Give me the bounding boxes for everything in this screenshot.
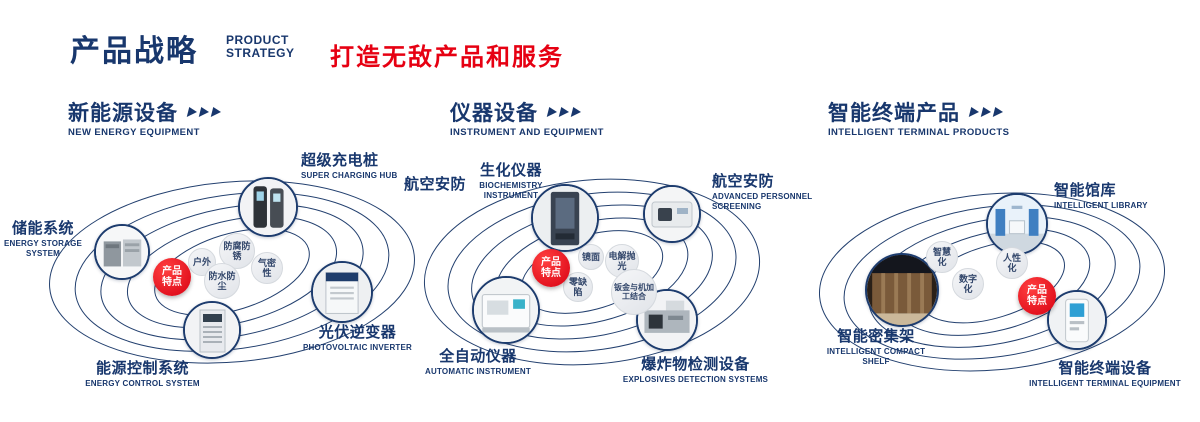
page-title: 产品战略 — [70, 35, 198, 68]
orbit-rings-new-energy — [49, 180, 415, 364]
super-charging-hub-image — [238, 177, 298, 237]
product-features-badge: 产品 特点 — [153, 258, 191, 296]
label-intelligent-terminal-equipment: 智能终端设备 INTELLIGENT TERMINAL EQUIPMENT — [1026, 360, 1184, 389]
product-name: 航空安防 — [712, 173, 775, 190]
section-title-text: 新能源设备 — [68, 102, 178, 125]
product-name: 储能系统 — [11, 220, 74, 237]
section-new-energy-title: 新能源设备 — [68, 97, 223, 127]
product-name: 全自动仪器 — [439, 348, 517, 365]
section-new-energy-subtitle: NEW ENERGY EQUIPMENT — [68, 127, 200, 138]
product-name: 能源控制系统 — [95, 360, 189, 377]
product-name-en: INTELLIGENT TERMINAL EQUIPMENT — [1029, 378, 1181, 388]
product-name: 爆炸物检测设备 — [641, 356, 750, 373]
intelligent-terminal-image — [1047, 290, 1107, 350]
feature-bubble-waterproof: 防水防尘 — [204, 263, 240, 299]
product-features-badge: 产品 特点 — [1018, 277, 1056, 315]
label-energy-storage: 储能系统 ENERGY STORAGE SYSTEM — [0, 220, 86, 260]
product-features-badge: 产品 特点 — [532, 249, 570, 287]
product-name-en: ENERGY CONTROL SYSTEM — [85, 378, 200, 388]
section-instrument-title: 仪器设备 — [450, 97, 583, 127]
product-name: 智能馆库 — [1054, 182, 1117, 199]
feature-bubble-smart: 智慧化 — [926, 241, 958, 273]
feature-bubble-airtight: 气密性 — [251, 252, 283, 284]
automatic-instrument-image — [472, 276, 540, 344]
product-name: 智能终端设备 — [1058, 360, 1152, 377]
feature-bubble-mirror: 镜面 — [578, 244, 604, 270]
tagline: 打造无敌产品和服务 — [330, 44, 564, 71]
personnel-screening-image — [643, 185, 701, 243]
label-explosives-detection: 爆炸物检测设备 EXPLOSIVES DETECTION SYSTEMS — [618, 356, 773, 385]
page-title-en-line1: PRODUCT — [226, 33, 289, 47]
label-photovoltaic-inverter: 光伏逆变器 PHOTOVOLTAIC INVERTER — [300, 324, 415, 353]
page-title-en-line2: STRATEGY — [226, 46, 295, 61]
section-terminal-title: 智能终端产品 — [828, 97, 1005, 127]
label-intelligent-compact-shelf: 智能密集架 INTELLIGENT COMPACT SHELF — [822, 328, 930, 368]
product-name-en: ENERGY STORAGE SYSTEM — [3, 238, 83, 259]
product-name-en: ADVANCED PERSONNEL SCREENING — [712, 191, 813, 212]
feature-bubble-outdoor: 户外 — [188, 248, 216, 276]
feature-bubble-humanized: 人性化 — [996, 247, 1028, 279]
product-name: 生化仪器 — [479, 162, 542, 179]
section-title-text: 智能终端产品 — [828, 102, 960, 125]
feature-bubble-zero-defect: 零缺陷 — [563, 272, 593, 302]
product-name-en: BIOCHEMISTRY INSTRUMENT — [479, 180, 543, 201]
badge-line1: 产品 — [162, 265, 182, 277]
product-name-en: AUTOMATIC INSTRUMENT — [425, 366, 531, 376]
section-terminal-subtitle: INTELLIGENT TERMINAL PRODUCTS — [828, 127, 1010, 138]
intelligent-compact-shelf-image — [865, 253, 939, 327]
section-instrument-subtitle: INSTRUMENT AND EQUIPMENT — [450, 127, 604, 138]
product-name: 智能密集架 — [837, 328, 915, 345]
section-title-text: 仪器设备 — [450, 102, 538, 125]
product-name-en: INTELLIGENT COMPACT SHELF — [826, 346, 926, 367]
label-automatic-instrument: 全自动仪器 AUTOMATIC INSTRUMENT — [424, 348, 532, 377]
feature-bubble-sheetmetal: 钣金与机加工结合 — [611, 269, 657, 315]
energy-control-system-image — [183, 301, 241, 359]
label-intelligent-library: 智能馆库 INTELLIGENT LIBRARY — [1054, 182, 1159, 211]
product-name-en: EXPLOSIVES DETECTION SYSTEMS — [622, 374, 769, 384]
badge-line2: 特点 — [541, 268, 561, 279]
energy-storage-image — [94, 224, 150, 280]
badge-line1: 产品 — [541, 256, 561, 268]
page-title-en: PRODUCT STRATEGY — [226, 33, 295, 61]
product-name-en: PHOTOVOLTAIC INVERTER — [302, 342, 413, 352]
badge-line2: 特点 — [1027, 296, 1047, 307]
product-name-en: INTELLIGENT LIBRARY — [1054, 200, 1148, 210]
photovoltaic-inverter-image — [311, 261, 373, 323]
product-name: 光伏逆变器 — [318, 324, 397, 341]
biochemistry-instrument-image — [531, 184, 599, 252]
label-biochemistry-instrument: 生化仪器 BIOCHEMISTRY INSTRUMENT — [465, 162, 557, 202]
feature-bubble-anticorrosion: 防腐防锈 — [219, 233, 255, 269]
feature-bubble-digital: 数字化 — [952, 268, 984, 300]
label-super-charging-hub: 超级充电桩 SUPER CHARGING HUB — [301, 152, 406, 181]
label-energy-control-system: 能源控制系统 ENERGY CONTROL SYSTEM — [80, 360, 205, 389]
intelligent-library-image — [986, 193, 1048, 255]
product-name: 超级充电桩 — [301, 152, 379, 169]
product-name-en: SUPER CHARGING HUB — [301, 170, 398, 180]
triple-arrow-icon — [968, 107, 1005, 117]
badge-line2: 特点 — [162, 277, 182, 288]
label-personnel-screening: 航空安防 ADVANCED PERSONNEL SCREENING — [712, 173, 820, 213]
triple-arrow-icon — [546, 107, 583, 117]
triple-arrow-icon — [186, 107, 223, 117]
badge-line1: 产品 — [1027, 284, 1047, 296]
label-aviation-security-left: 航空安防 — [404, 176, 467, 193]
